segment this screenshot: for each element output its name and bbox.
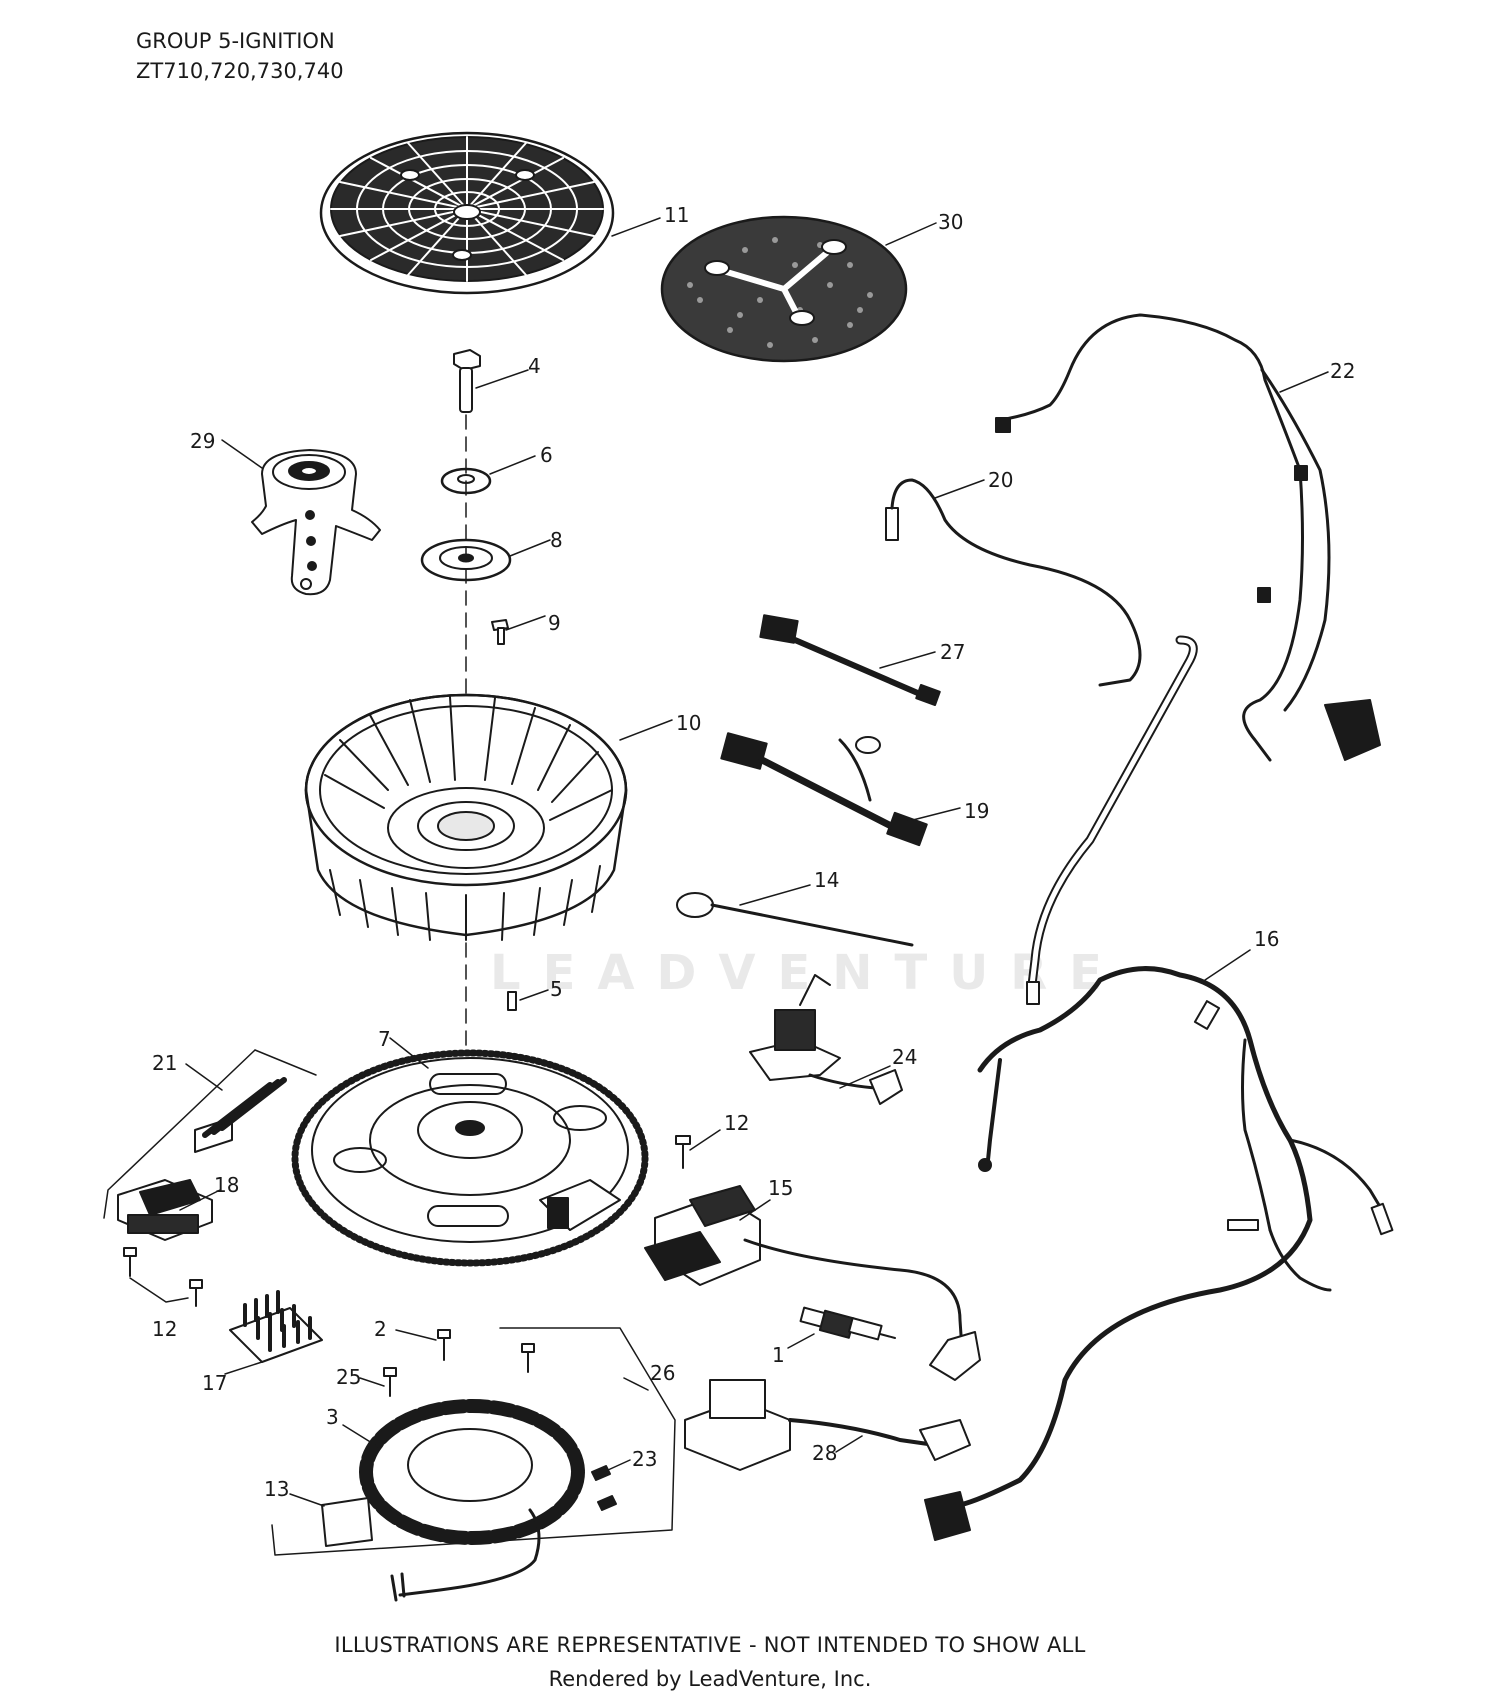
group-title: GROUP 5-IGNITION: [136, 29, 335, 53]
part-wiring-harness-upper: [995, 313, 1381, 762]
part-screws-left: [123, 1247, 203, 1307]
part-label: [321, 1497, 373, 1547]
callout-17: 17: [202, 1371, 227, 1395]
callout-15: 15: [768, 1176, 793, 1200]
callout-11: 11: [664, 203, 689, 227]
part-rectifier: [117, 1179, 213, 1241]
part-spark-plug: [799, 1306, 896, 1341]
disclaimer-text: ILLUSTRATIONS ARE REPRESENTATIVE - NOT I…: [334, 1633, 1086, 1657]
part-wire-lead: [885, 478, 1198, 1005]
part-blower-screen: [319, 131, 615, 295]
callout-12-left: 12: [152, 1317, 177, 1341]
callout-5: 5: [550, 977, 563, 1001]
group-bracket-stator: [271, 1327, 676, 1556]
group-bracket-left: [103, 1049, 256, 1219]
callout-13: 13: [264, 1477, 289, 1501]
callout-14: 14: [814, 868, 839, 892]
callout-27: 27: [940, 640, 965, 664]
callout-1: 1: [772, 1343, 785, 1367]
callout-10: 10: [676, 711, 701, 735]
callout-12-right: 12: [724, 1111, 749, 1135]
diagram-header: GROUP 5-IGNITION ZT710,720,730,740: [136, 26, 344, 86]
callout-22: 22: [1330, 359, 1355, 383]
callout-23: 23: [632, 1447, 657, 1471]
part-flywheel-key: [507, 991, 517, 1011]
part-stator: [359, 1399, 585, 1602]
callout-18: 18: [214, 1173, 239, 1197]
part-terminal-set: [194, 1077, 287, 1153]
watermark: LEADVENTURE: [490, 945, 1124, 1001]
part-stator-screws: [383, 1329, 535, 1397]
part-screw: [491, 619, 509, 645]
callout-28: 28: [812, 1441, 837, 1465]
model-list: ZT710,720,730,740: [136, 59, 344, 83]
callout-19: 19: [964, 799, 989, 823]
part-flywheel: [291, 1049, 649, 1267]
callout-30: 30: [938, 210, 963, 234]
part-jumper-harness: [759, 614, 941, 706]
part-cooling-fan: [304, 693, 628, 941]
callout-4: 4: [528, 354, 541, 378]
callout-21: 21: [152, 1051, 177, 1075]
callout-2: 2: [374, 1317, 387, 1341]
part-screw-right: [675, 1135, 691, 1169]
part-screen-cover: [660, 215, 908, 363]
callout-29: 29: [190, 429, 215, 453]
part-cable-tie: [676, 892, 914, 947]
callout-25: 25: [336, 1365, 361, 1389]
callout-16: 16: [1254, 927, 1279, 951]
part-ignition-module: [644, 1185, 981, 1381]
callout-labels: 11 30 4 29 6 8 9 10 22 20 27 19 14 5 16 …: [152, 203, 1355, 1501]
part-ignition-coil: [684, 1379, 971, 1471]
part-flywheel-bolt: [453, 349, 481, 413]
callout-26: 26: [650, 1361, 675, 1385]
callout-7: 7: [378, 1027, 391, 1051]
callout-6: 6: [540, 443, 553, 467]
part-regulator: [229, 1290, 323, 1363]
part-harness-adapter: [720, 732, 928, 847]
part-kill-module: [749, 974, 903, 1105]
callout-3: 3: [326, 1405, 339, 1429]
part-wiring-harness-main: [924, 966, 1394, 1541]
callout-24: 24: [892, 1045, 917, 1069]
leader-lines: [179, 217, 1329, 1507]
part-bracket: [251, 449, 381, 596]
part-terminals: [591, 1465, 617, 1511]
callout-9: 9: [548, 611, 561, 635]
credit-text: Rendered by LeadVenture, Inc.: [548, 1667, 872, 1691]
callout-8: 8: [550, 528, 563, 552]
callout-20: 20: [988, 468, 1013, 492]
